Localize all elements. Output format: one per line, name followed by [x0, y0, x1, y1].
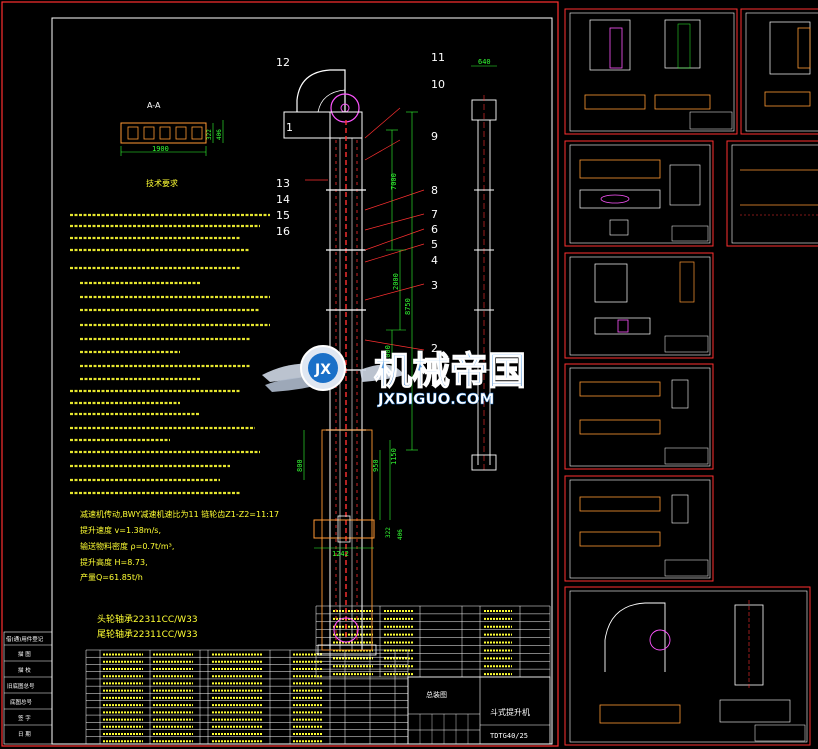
head-pulley — [330, 93, 360, 123]
left-margin-table: 借(通)用件登记 描 图 描 校 旧底图总号 底图总号 签 字 日 期 — [3, 631, 53, 745]
part-number: 1 — [286, 121, 293, 134]
head-hood-outline — [296, 69, 346, 112]
height-dim-2: 2000 — [392, 273, 400, 290]
left-label-1: 借(通)用件登记 — [6, 635, 44, 643]
section-label: A-A — [147, 101, 161, 110]
sheet-thumb-4 — [726, 140, 818, 247]
sheet-thumbnails — [564, 8, 818, 746]
bottom-dim-3: 406 — [397, 529, 404, 540]
param-line-5: 产量Q=61.85t/h — [80, 572, 143, 582]
bottom-dim-2: 322 — [385, 527, 392, 538]
bottom-width-dim: 1242 — [332, 550, 349, 558]
left-label-4: 旧底图总号 — [7, 682, 35, 690]
bottom-section-view: 1242 322 406 — [313, 515, 404, 558]
height-dim-1: 7000 — [390, 173, 398, 190]
tail-bearing-label: 尾轮轴承22311CC/W33 — [97, 628, 198, 640]
param-line-2: 提升速度 v=1.38m/s, — [80, 525, 161, 535]
height-dim-3: 1000 — [384, 345, 392, 362]
watermark-title: 机械帝国 — [374, 349, 526, 393]
part-number: 10 — [431, 78, 445, 91]
part-number: 7 — [431, 208, 438, 221]
part-number: 3 — [431, 279, 438, 292]
head-bearing-label: 头轮轴承22311CC/W33 — [97, 613, 198, 625]
part-number: 9 — [431, 130, 438, 143]
sheet-thumb-1 — [564, 8, 738, 135]
title-block: 总装图 斗式提升机 TDTG40/25 — [407, 676, 551, 745]
wing-right-icon — [360, 364, 404, 382]
left-label-5: 底图总号 — [10, 698, 33, 706]
left-label-6: 签 字 — [18, 714, 31, 722]
sheet-thumb-6 — [564, 363, 714, 470]
part-number: 14 — [276, 193, 290, 206]
part-number: 11 — [431, 51, 445, 64]
sheet-thumb-2 — [740, 8, 818, 135]
part-number: 8 — [431, 184, 438, 197]
section-dim-1: 322 — [206, 129, 213, 140]
section-dim-2: 406 — [216, 129, 223, 140]
section-a-a-outline — [120, 122, 207, 144]
tech-requirements-title: 技术要求 — [146, 178, 178, 188]
part-numbers: 12 11 10 9 13 14 15 16 8 7 6 5 4 3 2 1 — [276, 51, 445, 355]
part-number: 6 — [431, 223, 438, 236]
part-number: 2 — [431, 342, 438, 355]
tail-pulley — [333, 617, 359, 643]
left-label-2: 描 图 — [18, 650, 31, 658]
watermark-url: JXDIGUO.COM — [377, 390, 494, 408]
height-dim-4: 8750 — [404, 298, 412, 315]
param-line-4: 提升高度 H=8.73, — [80, 557, 148, 567]
elevator-side-view: 640 — [471, 58, 497, 471]
height-dim-7: 1150 — [390, 448, 398, 465]
section-a-a: A-A 1900 322 406 — [120, 101, 224, 156]
main-sheet-border — [1, 1, 559, 747]
part-number: 5 — [431, 238, 438, 251]
param-line-3: 输送物料密度 ρ=0.7t/m³, — [80, 541, 174, 551]
height-dim-6: 950 — [372, 459, 380, 472]
elevator-elevation: 7000 2000 1000 8750 800 950 1150 — [283, 69, 425, 656]
tail-section — [321, 429, 373, 651]
left-label-3: 描 校 — [18, 666, 31, 674]
sheet-thumb-8 — [564, 586, 811, 746]
top-width-dim: 640 — [478, 58, 491, 66]
part-number: 16 — [276, 225, 290, 238]
part-number: 4 — [431, 254, 438, 267]
drawing-name: 斗式提升机 — [490, 707, 530, 717]
height-dim-5: 800 — [296, 459, 304, 472]
height-dimensions — [303, 111, 418, 520]
main-sheet: A-A 1900 322 406 技术要求 减速机传动,BWY减速机速比为11 … — [1, 1, 559, 747]
title-block-label: 总装图 — [426, 690, 447, 699]
section-width-dim: 1900 — [152, 145, 169, 153]
watermark-badge: JX — [314, 362, 331, 378]
param-line-1: 减速机传动,BWY减速机速比为11 链轮齿Z1-Z2=11:17 — [80, 509, 279, 519]
bill-of-materials — [85, 605, 551, 745]
part-number: 13 — [276, 177, 290, 190]
sheet-thumb-5 — [564, 252, 714, 359]
technical-requirements: 技术要求 — [70, 178, 270, 495]
sheet-thumb-7 — [564, 475, 714, 582]
tech-requirements-text-lines — [70, 213, 270, 495]
watermark-logo: JX 机械帝国 JXDIGUO.COM — [262, 345, 527, 408]
sheet-thumb-3 — [564, 140, 714, 247]
head-casing — [283, 111, 363, 139]
part-number: 12 — [276, 56, 290, 69]
part-number: 15 — [276, 209, 290, 222]
parameter-block: 减速机传动,BWY减速机速比为11 链轮齿Z1-Z2=11:17 提升速度 v=… — [80, 509, 279, 582]
drawing-number: TDTG40/25 — [490, 732, 528, 740]
left-label-7: 日 期 — [18, 731, 31, 738]
